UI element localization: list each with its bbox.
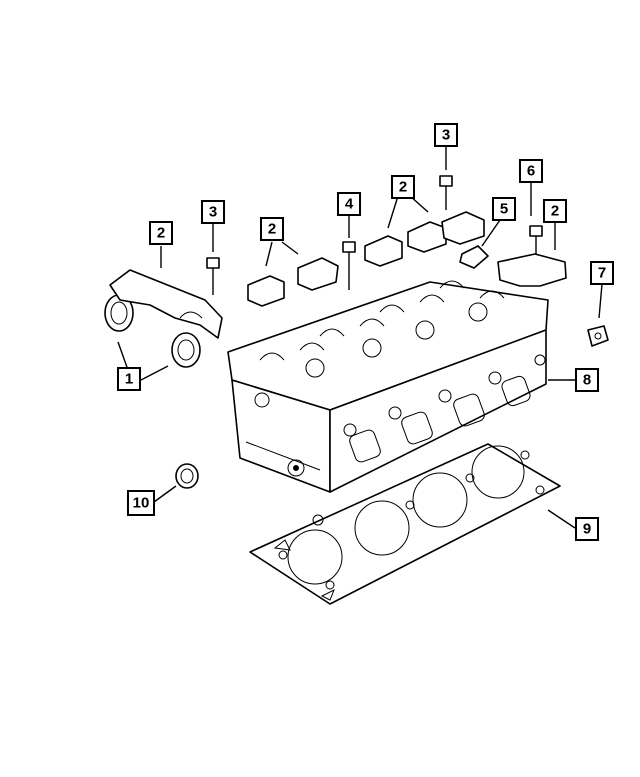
callout-4-label: 4 [345, 196, 354, 213]
callout-9-label: 9 [583, 521, 591, 538]
leader-lines [117, 146, 603, 529]
part-5 [459, 245, 489, 269]
callout-6-label: 6 [527, 163, 535, 180]
bearing-caps [247, 211, 485, 307]
cylinder-head [227, 280, 549, 493]
callout-2-left: 2 [149, 221, 173, 245]
callout-2-right: 2 [543, 199, 567, 223]
callout-1: 1 [117, 367, 141, 391]
callout-10-label: 10 [133, 495, 150, 512]
head-gasket [249, 443, 561, 605]
callout-2-right-label: 2 [551, 203, 559, 220]
callout-2-mid-left-label: 2 [268, 221, 276, 238]
bolt-3-left [206, 257, 220, 295]
callout-3-left: 3 [201, 200, 225, 224]
callout-5-label: 5 [500, 201, 508, 218]
camshaft-seals [104, 294, 201, 368]
callout-8: 8 [575, 368, 599, 392]
callout-2-mid-label: 2 [399, 179, 407, 196]
callout-7-label: 7 [598, 265, 606, 282]
rear-bearing-cap [497, 253, 567, 287]
plug-7 [587, 325, 609, 347]
callout-1-label: 1 [125, 371, 133, 388]
callout-6: 6 [519, 159, 543, 183]
callout-7: 7 [590, 261, 614, 285]
long-bolt-4 [342, 241, 356, 290]
front-bearing-cap [109, 269, 223, 339]
callout-8-label: 8 [583, 372, 591, 389]
seal-10 [175, 463, 199, 489]
callout-2-left-label: 2 [157, 225, 165, 242]
callout-10: 10 [127, 490, 155, 516]
bolt-3-right [439, 175, 453, 210]
callout-2-mid-left: 2 [260, 217, 284, 241]
callout-5: 5 [492, 197, 516, 221]
callout-4: 4 [337, 192, 361, 216]
callout-9: 9 [575, 517, 599, 541]
callout-3-left-label: 3 [209, 204, 217, 221]
bolt-6 [529, 225, 543, 258]
callout-2-mid: 2 [391, 175, 415, 199]
callout-3-right: 3 [434, 123, 458, 147]
callout-3-right-label: 3 [442, 127, 450, 144]
